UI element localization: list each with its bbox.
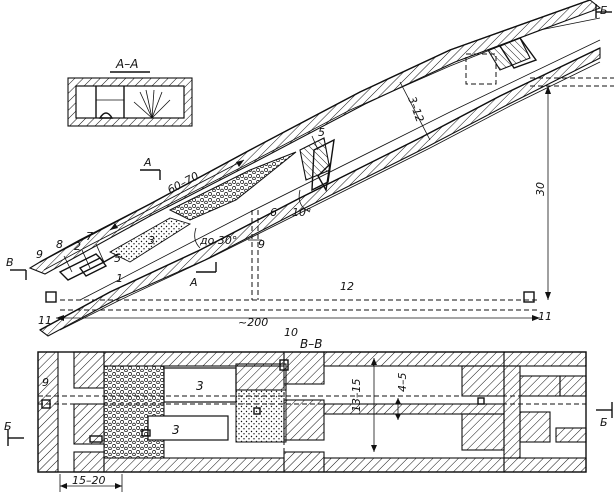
- label-5-upper: 5: [318, 126, 325, 139]
- section-aa-inset: [67, 71, 193, 127]
- mark-b-right-top: Б: [600, 4, 608, 17]
- label-11-right: 11: [538, 310, 552, 323]
- label-5: 5: [114, 252, 121, 265]
- label-12: 12: [340, 280, 354, 293]
- longitudinal-section: [10, 0, 614, 337]
- mark-b-left: В: [6, 256, 14, 269]
- angle-10: 10°: [292, 206, 312, 219]
- label-3: 3: [148, 234, 155, 247]
- blast-rays: [133, 89, 171, 119]
- label-6: 6: [270, 206, 277, 219]
- mark-b-plan-right: Б: [600, 416, 608, 429]
- dim-4-5: 4–5: [396, 373, 409, 393]
- dim-13-15: 13–15: [350, 379, 363, 413]
- label-7: 7: [86, 230, 93, 243]
- angle-30: до 30°: [199, 234, 237, 247]
- label-9: 9: [36, 248, 43, 261]
- label-3-plan-upper: 3: [196, 379, 204, 393]
- label-9-plan: 9: [42, 376, 49, 389]
- label-10: 10: [284, 326, 298, 339]
- label-11-left: 11: [38, 314, 52, 327]
- mark-a-lower: А: [189, 276, 198, 289]
- label-2: 2: [74, 240, 81, 253]
- label-9-raise: 9: [258, 238, 265, 251]
- mark-a-upper: А: [143, 156, 152, 169]
- label-8: 8: [56, 238, 63, 251]
- section-bb-title: В–В: [300, 337, 322, 351]
- dim-30: 30: [534, 182, 547, 196]
- section-aa-title: А–А: [115, 57, 138, 71]
- mark-b-plan-left: Б: [4, 420, 12, 433]
- dim-200: ~200: [238, 316, 268, 329]
- dim-3-12: 3–12: [405, 95, 426, 124]
- plan-section-bb: [7, 351, 613, 492]
- dim-15-20: 15–20: [72, 474, 106, 487]
- label-1: 1: [116, 272, 123, 285]
- label-3-plan-lower: 3: [172, 423, 180, 437]
